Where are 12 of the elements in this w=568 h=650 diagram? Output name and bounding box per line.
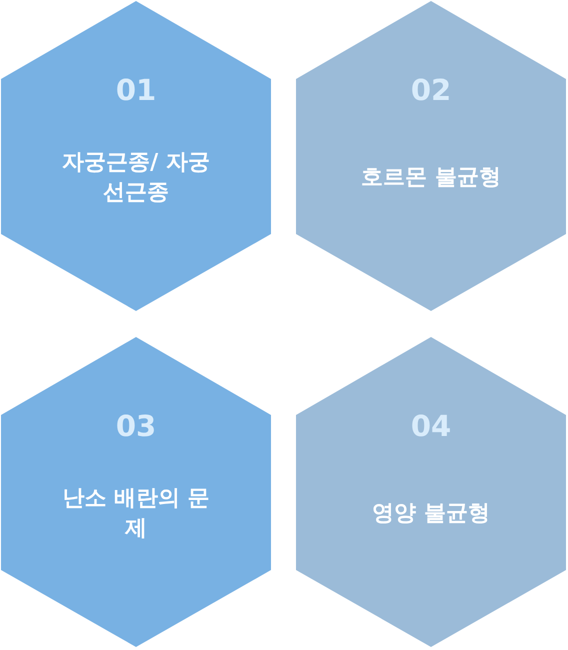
hexagon-label: 자궁근종/ 자궁선근종 [61,149,211,207]
hexagon [295,0,567,312]
step-number: 03 [114,408,158,444]
step-number: 02 [410,72,452,108]
hexagon [295,336,567,648]
hexagon-label: 난소 배란의 문제 [61,485,211,543]
step-number: 04 [410,408,452,444]
hexagon-label: 호르몬 불균형 [360,164,502,192]
hexagon [0,0,272,312]
hexagon-label: 영양 불균형 [371,500,491,528]
step-number: 01 [114,72,158,108]
hexagon [0,336,272,648]
